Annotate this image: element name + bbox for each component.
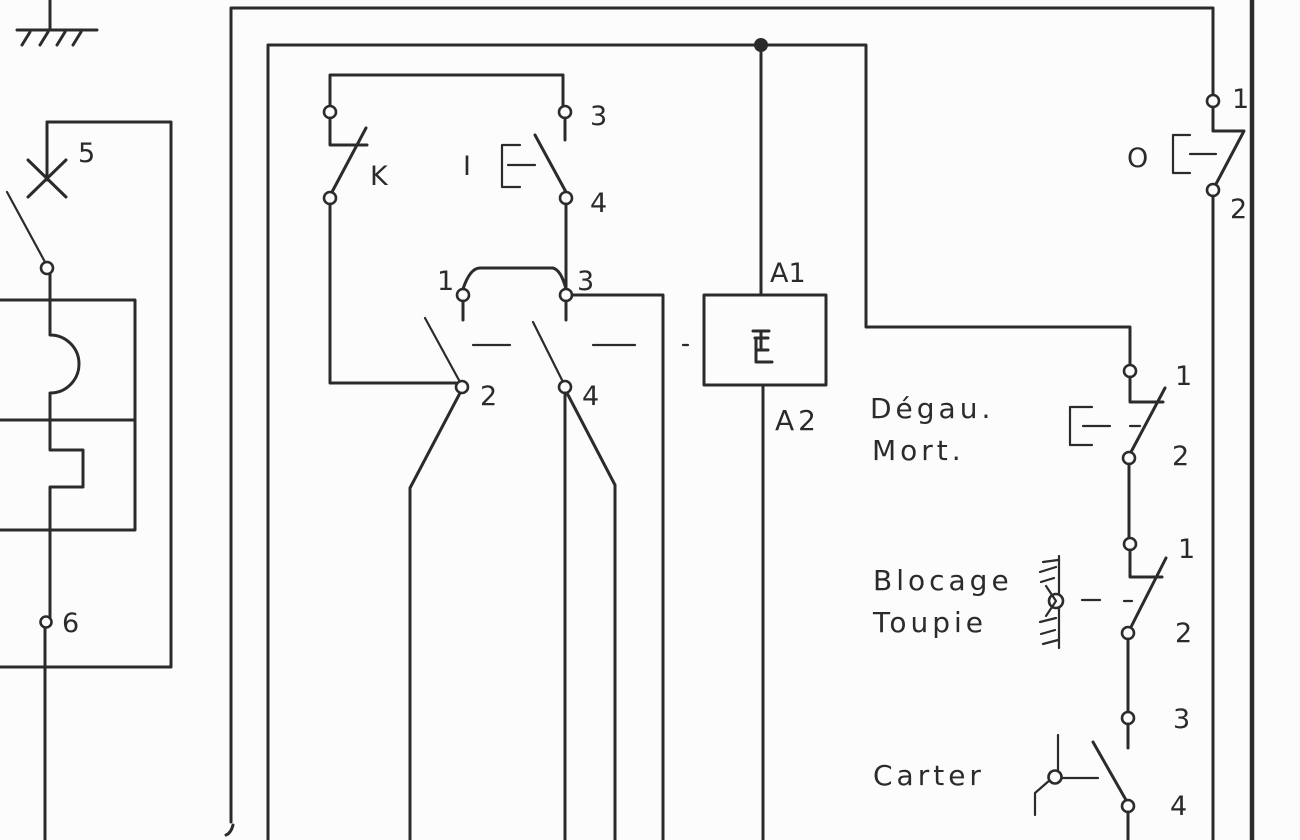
blocage-switch: 1 2 Blocage Toupie [872, 534, 1195, 714]
relay-coil: A1 A2 [702, 43, 828, 840]
degau-label: Dégau. [870, 392, 994, 425]
contact-terminal-1: 1 [437, 266, 454, 297]
start-button-i: I 3 4 [463, 101, 607, 291]
blocage-label: Blocage [873, 564, 1013, 597]
stop-contact-k: K [322, 73, 565, 385]
frame-wires [224, 0, 1255, 840]
mort-label: Mort. [872, 434, 965, 467]
label-k: K [370, 161, 389, 192]
degau-terminal-1: 1 [1175, 361, 1192, 392]
contact-terminal-4: 4 [582, 381, 599, 412]
blocage-terminal-2: 2 [1175, 618, 1192, 649]
label-o: O [1127, 143, 1148, 174]
blocage-terminal-1: 1 [1178, 534, 1195, 565]
start-terminal-4: 4 [590, 188, 607, 219]
coil-a1: A1 [770, 258, 806, 289]
breaker-terminal-6: 6 [62, 608, 79, 639]
carter-terminal-3: 3 [1173, 704, 1190, 735]
breaker-terminal-5: 5 [78, 138, 95, 169]
start-terminal-3: 3 [590, 101, 607, 132]
relay-contacts: 1 3 2 4 [408, 266, 690, 840]
ground-icon [15, 0, 99, 47]
left-breaker: 5 6 [0, 120, 173, 840]
carter-switch: 3 4 Carter [873, 704, 1190, 840]
carter-label: Carter [873, 759, 985, 792]
stop-button-o: O 1 2 [1127, 84, 1249, 840]
stop-terminal-1: 1 [1232, 84, 1249, 115]
coil-a2: A2 [775, 404, 820, 437]
contact-terminal-2: 2 [480, 381, 497, 412]
carter-terminal-4: 4 [1170, 791, 1187, 822]
degau-switch: 1 2 Dégau. Mort. [870, 361, 1192, 539]
toupie-label: Toupie [872, 606, 987, 639]
contact-terminal-3: 3 [577, 266, 594, 297]
stop-terminal-2: 2 [1230, 194, 1247, 225]
label-i: I [463, 151, 471, 182]
degau-terminal-2: 2 [1172, 441, 1189, 472]
